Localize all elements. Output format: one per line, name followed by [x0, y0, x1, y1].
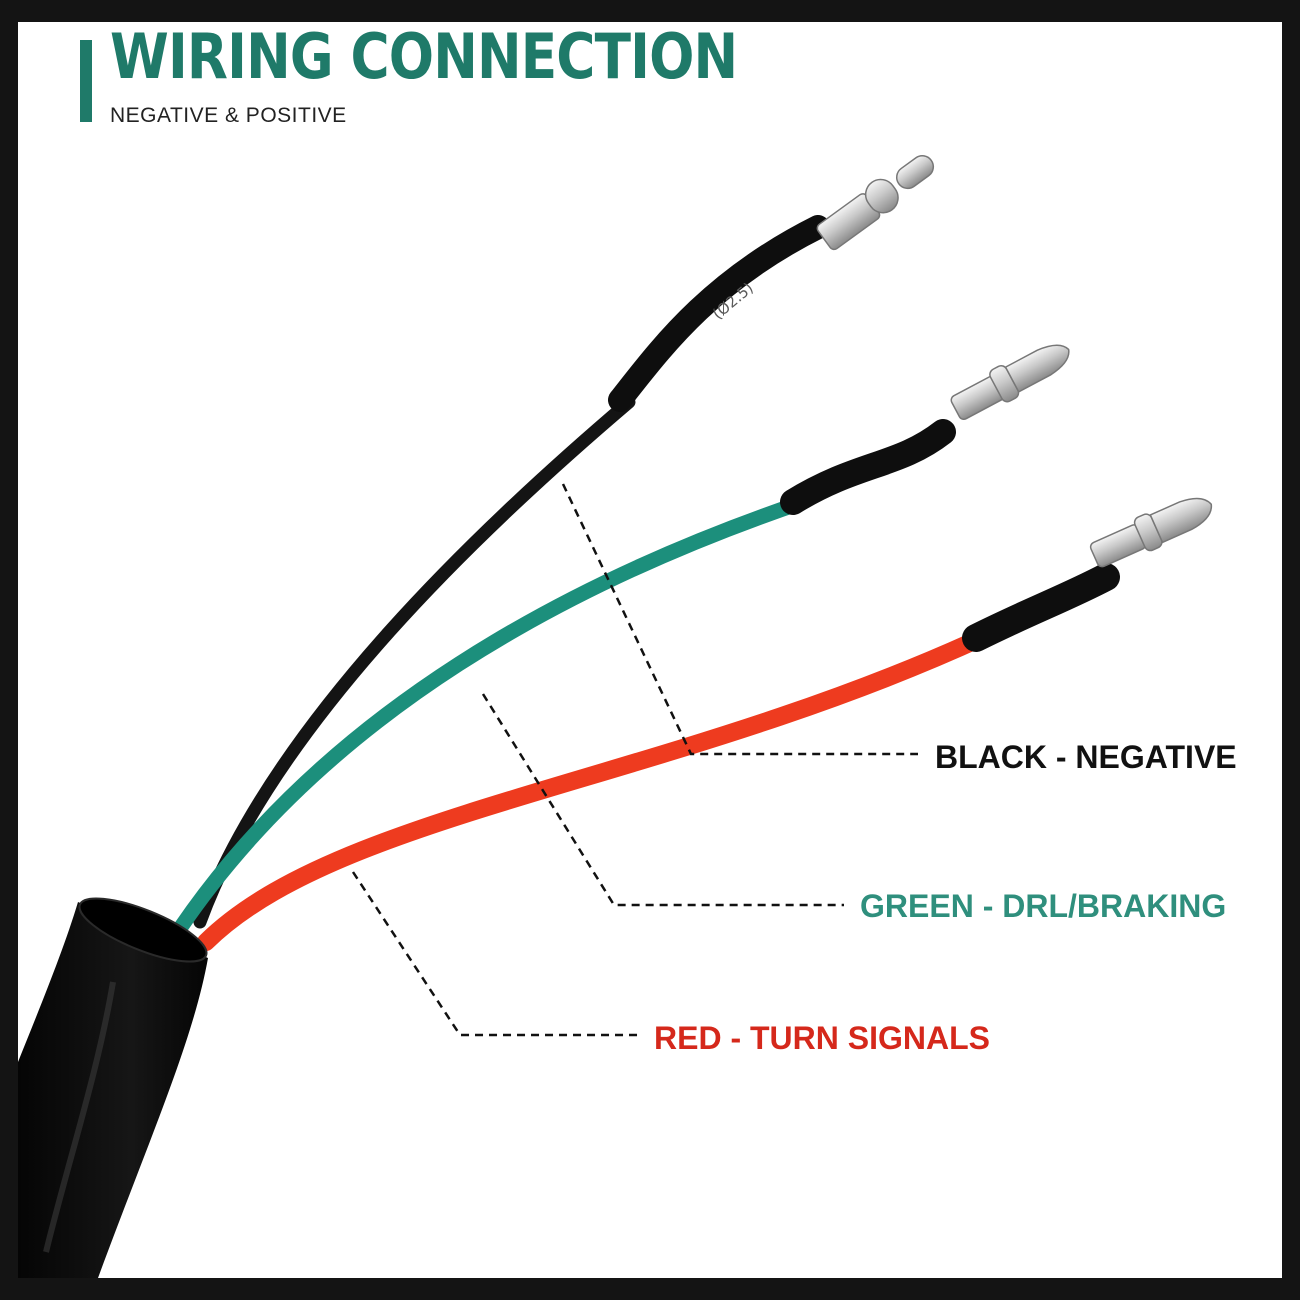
red-wire [197, 628, 992, 951]
green-terminal [950, 344, 1070, 421]
red-heat-shrink [962, 563, 1120, 652]
image-frame: (Ø2.5) WIRING CONNECTION NEGATIVE & POSI… [18, 22, 1282, 1278]
black-wire [193, 395, 636, 929]
red-terminal [1089, 497, 1213, 568]
black-leader-line [561, 483, 918, 756]
green-wire [173, 494, 811, 935]
page-title: WIRING CONNECTION [110, 22, 738, 93]
green-wire-label: GREEN - DRL/BRAKING [860, 888, 1227, 924]
red-leader-line [351, 871, 638, 1037]
black-wire-label: BLACK - NEGATIVE [935, 739, 1237, 775]
wiring-illustration: (Ø2.5) [18, 154, 1213, 1278]
black-heat-shrink [608, 215, 830, 412]
title-accent-bar [80, 40, 92, 122]
green-heat-shrink [780, 419, 956, 515]
black-terminal [816, 154, 935, 251]
cable-jacket-opening [78, 897, 208, 963]
red-wire-label: RED - TURN SIGNALS [654, 1020, 990, 1056]
page-subtitle: NEGATIVE & POSITIVE [110, 104, 347, 127]
